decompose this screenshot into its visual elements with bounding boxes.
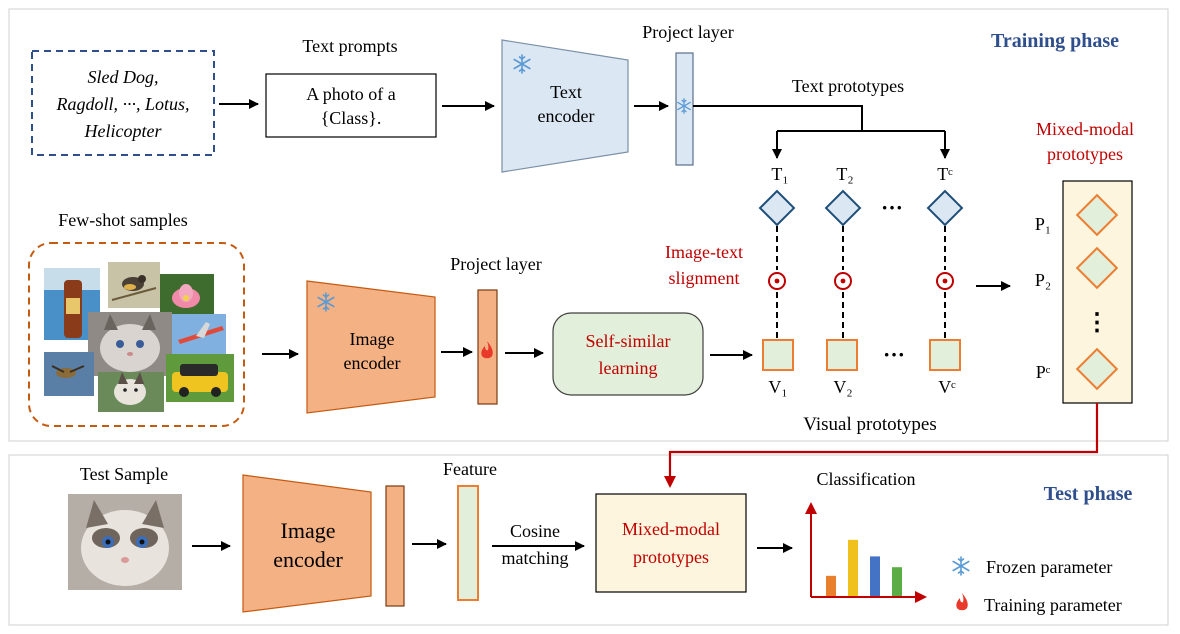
training-phase-frame — [8, 8, 1169, 442]
class-names-line-1: Sled Dog, — [88, 67, 159, 87]
sample-duck-image — [44, 352, 94, 396]
snowflake-icon — [952, 556, 970, 576]
class-names-box — [31, 50, 215, 156]
test-mixed-line-1: Mixed-modal — [622, 519, 720, 539]
test-phase-frame — [8, 454, 1169, 626]
sample-dog-image — [98, 372, 164, 412]
few-shot-box — [28, 242, 245, 427]
text-proto-label-c: Tᶜ — [937, 164, 953, 184]
text-proto-diamond-2 — [824, 189, 862, 227]
test-project-layer — [385, 485, 405, 607]
cosine-line-1: Cosine — [510, 521, 560, 541]
visual-proto-square-c — [929, 339, 961, 371]
classification-bars — [826, 539, 902, 596]
test-mixed-prototypes-box — [595, 493, 747, 593]
image-encoder-line-2: encoder — [344, 353, 401, 373]
text-proto-diamond-1 — [758, 189, 796, 227]
sample-cat-image — [88, 312, 172, 376]
class-names-line-3: Helicopter — [84, 121, 163, 141]
text-encoder-block — [501, 39, 629, 173]
alignment-label-2: slignment — [669, 268, 740, 288]
mixed-proto-diamond-c — [1075, 347, 1119, 391]
feature-vector — [457, 485, 479, 601]
feature-label: Feature — [443, 459, 497, 479]
visual-proto-square-1 — [762, 339, 794, 371]
sample-airplane-image — [172, 314, 226, 354]
self-similar-line-2: learning — [599, 358, 658, 378]
mixed-proto-label-c: Pᶜ — [1036, 362, 1051, 382]
arrow-mixed-to-test — [664, 403, 1099, 488]
self-similar-line-1: Self-similar — [586, 331, 671, 351]
visual-proto-square-2 — [826, 339, 858, 371]
mixed-title-line-1: Mixed-modal — [1036, 119, 1134, 139]
legend-frozen-label: Frozen parameter — [986, 557, 1112, 577]
classification-bar-1 — [826, 575, 836, 596]
visual-proto-label-1: V₁ — [768, 377, 787, 397]
image-project-layer-label: Project layer — [450, 254, 541, 274]
sample-bottle-image — [44, 268, 100, 340]
legend-training-label: Training parameter — [984, 595, 1122, 615]
sample-lotus-image — [160, 274, 214, 318]
text-encoder-line-2: encoder — [538, 106, 595, 126]
classification-label: Classification — [817, 469, 916, 489]
few-shot-images — [44, 262, 234, 412]
prompt-line-2: {Class}. — [321, 108, 382, 128]
text-prompt-box — [265, 73, 437, 138]
class-names-line-2: Ragdoll, ···, Lotus, — [55, 94, 189, 114]
text-prototypes-label: Text prototypes — [792, 76, 904, 96]
test-phase-title: Test phase — [1044, 483, 1133, 505]
image-project-layer — [477, 289, 498, 405]
image-encoder-line-1: Image — [350, 329, 395, 349]
prompt-line-1: A photo of a — [306, 84, 396, 104]
classification-bar-2 — [848, 539, 858, 596]
test-encoder-line-1: Image — [281, 518, 336, 543]
test-image-encoder-block — [242, 474, 372, 613]
classification-bar-3 — [870, 556, 880, 596]
visual-proto-ellipsis: ··· — [883, 342, 905, 367]
text-proto-connector — [693, 105, 863, 131]
text-project-layer-label: Project layer — [642, 22, 733, 42]
sample-car-image — [166, 354, 234, 402]
alignment-label-1: Image-text — [665, 242, 743, 262]
visual-proto-label-2: V₂ — [833, 377, 852, 397]
training-phase-title: Training phase — [991, 30, 1119, 52]
few-shot-label: Few-shot samples — [58, 210, 188, 230]
text-proto-label-1: T₁ — [771, 164, 788, 184]
visual-proto-label-c: Vᶜ — [938, 377, 956, 397]
text-proto-label-2: T₂ — [836, 164, 853, 184]
mixed-proto-diamond-1 — [1075, 193, 1119, 237]
text-proto-diamond-c — [926, 189, 964, 227]
mixed-proto-vellipsis: ⋮ — [1085, 310, 1109, 336]
mixed-proto-label-1: P₁ — [1035, 214, 1051, 234]
mixed-title-line-2: prototypes — [1047, 144, 1123, 164]
image-encoder-block — [306, 280, 436, 414]
text-prompts-title: Text prompts — [302, 36, 397, 56]
flame-icon — [956, 593, 968, 611]
sample-bird-image — [108, 262, 160, 308]
visual-prototypes-label: Visual prototypes — [803, 414, 936, 435]
test-sample-label: Test Sample — [80, 464, 168, 484]
cosine-line-2: matching — [502, 548, 569, 568]
test-mixed-line-2: prototypes — [633, 547, 709, 567]
mixed-proto-diamond-2 — [1075, 246, 1119, 290]
text-encoder-line-1: Text — [550, 82, 582, 102]
test-sample-image — [68, 494, 182, 590]
classification-bar-4 — [892, 567, 902, 596]
mixed-proto-label-2: P₂ — [1035, 270, 1051, 290]
text-proto-ellipsis: ··· — [881, 195, 903, 220]
self-similar-learning-block — [552, 312, 704, 396]
test-encoder-line-2: encoder — [273, 547, 343, 572]
